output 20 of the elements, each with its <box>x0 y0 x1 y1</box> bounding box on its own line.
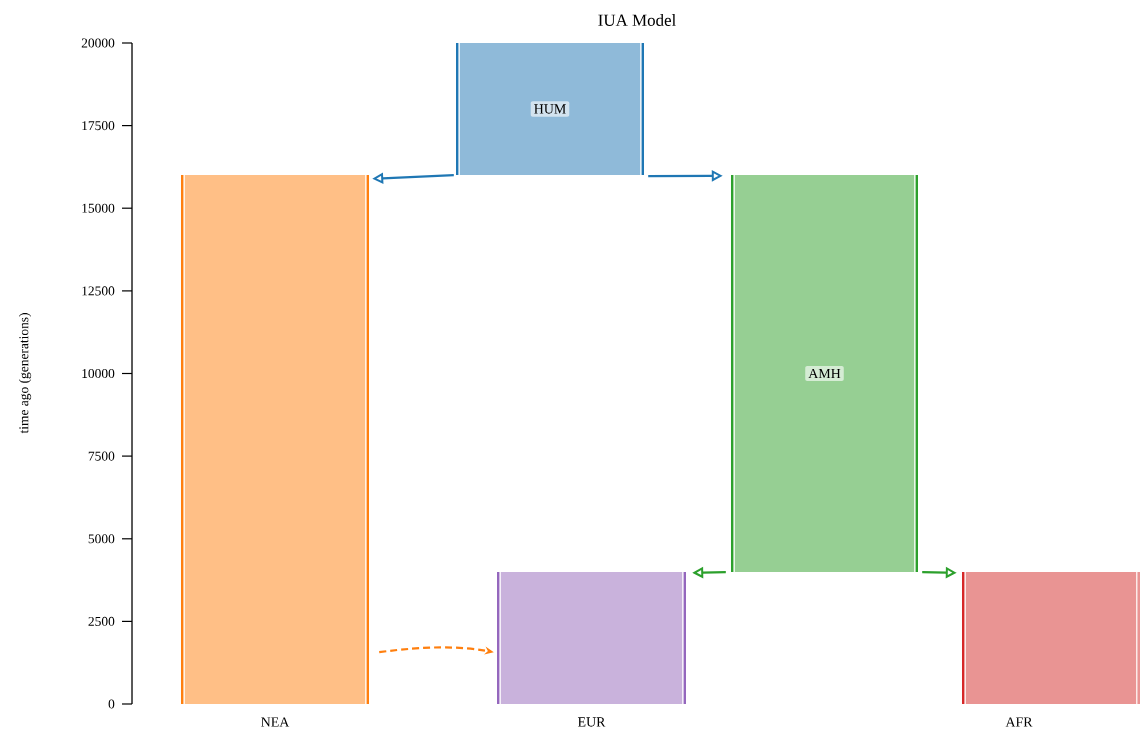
axis-title: time ago (generations) <box>18 313 32 434</box>
deme-bar <box>497 571 686 705</box>
deme-bar <box>456 42 644 176</box>
tick-label: 17500 <box>82 121 115 131</box>
deme-bar <box>962 571 1140 705</box>
deme-bar <box>731 174 918 573</box>
deme-label: EUR <box>577 717 606 727</box>
diagram-title: IUA Model <box>598 14 676 26</box>
tick-label: 15000 <box>82 203 115 213</box>
tick-label: 5000 <box>88 534 115 544</box>
deme-label: NEA <box>261 717 290 727</box>
tick-label: 7500 <box>88 451 115 461</box>
tick-label: 12500 <box>82 286 115 296</box>
tick-label: 2500 <box>88 616 115 626</box>
tick-label: 20000 <box>81 38 115 48</box>
tick-label: 10000 <box>82 368 115 379</box>
tick-label: 0 <box>108 699 115 709</box>
deme-label: HUM <box>530 101 570 117</box>
deme-label: AFR <box>1005 717 1033 727</box>
deme-bar <box>181 174 369 705</box>
